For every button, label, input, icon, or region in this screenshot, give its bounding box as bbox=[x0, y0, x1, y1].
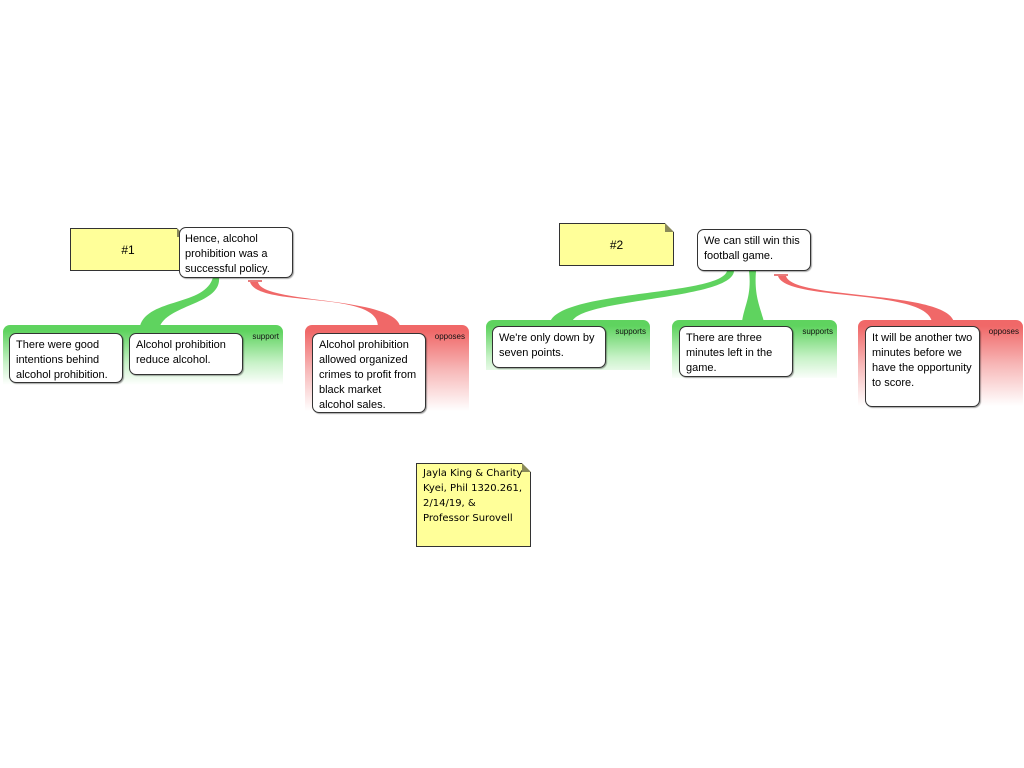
credits-note[interactable]: Jayla King & Charity Kyei, Phil 1320.261… bbox=[416, 463, 531, 547]
connector-support-1 bbox=[140, 277, 220, 326]
note-fold bbox=[522, 463, 531, 472]
map-label-note-1[interactable]: #1 bbox=[70, 228, 186, 271]
reason-box[interactable]: There were good intentions behind alcoho… bbox=[9, 333, 123, 383]
reason-box[interactable]: We're only down by seven points. bbox=[492, 326, 606, 368]
map-label-note-2[interactable]: #2 bbox=[559, 223, 674, 266]
credits-text: Jayla King & Charity Kyei, Phil 1320.261… bbox=[423, 468, 523, 524]
objection-box[interactable]: Alcohol prohibition allowed organized cr… bbox=[312, 333, 426, 413]
group-label-supports: supports bbox=[802, 327, 833, 336]
main-claim-1[interactable]: Hence, alcohol prohibition was a success… bbox=[179, 227, 293, 278]
connector-oppose-1 bbox=[250, 282, 400, 326]
group-label-opposes: opposes bbox=[434, 332, 465, 341]
map-number-label: #2 bbox=[609, 237, 624, 252]
group-label-support: support bbox=[252, 332, 279, 341]
group-label-supports: supports bbox=[615, 327, 646, 336]
objection-box[interactable]: It will be another two minutes before we… bbox=[865, 326, 980, 407]
reason-box[interactable]: There are three minutes left in the game… bbox=[679, 326, 793, 377]
note-fold bbox=[665, 223, 674, 232]
connector-support-2a bbox=[550, 271, 734, 322]
map-number-label: #1 bbox=[121, 242, 135, 257]
connector-oppose-2 bbox=[778, 276, 954, 322]
main-claim-2[interactable]: We can still win this football game. bbox=[697, 229, 811, 271]
connector-support-2b bbox=[742, 271, 764, 322]
group-label-opposes: opposes bbox=[988, 327, 1019, 336]
reason-box[interactable]: Alcohol prohibition reduce alcohol. bbox=[129, 333, 243, 375]
